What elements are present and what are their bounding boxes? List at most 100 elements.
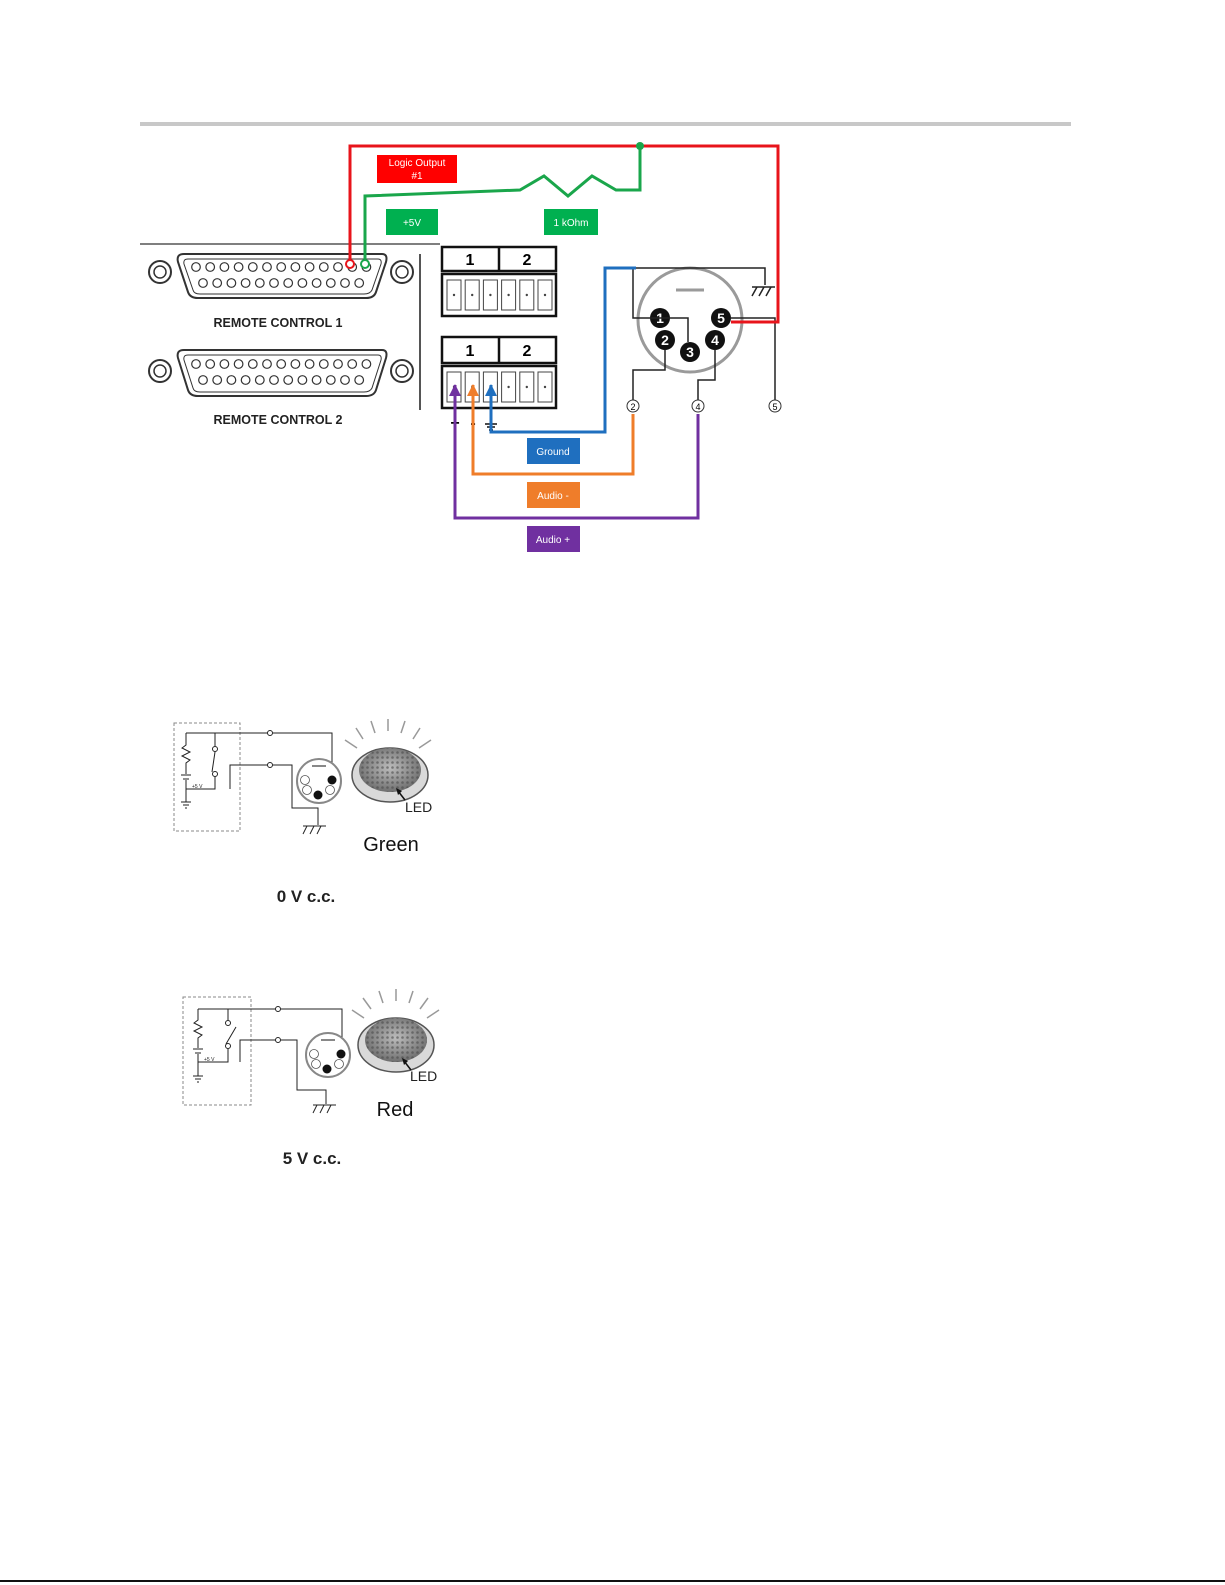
- db25-pin: [298, 376, 307, 385]
- terminal-screw: [507, 294, 509, 296]
- footer-rule: [0, 1580, 1225, 1582]
- terminal-top-2: 2: [523, 252, 532, 269]
- pin-callouts: 2 4 5: [627, 400, 781, 412]
- voltage-0v: 0 V c.c.: [277, 887, 336, 906]
- db25-pin: [255, 279, 264, 288]
- tag-logic-output: Logic Output #1: [377, 155, 457, 183]
- db25-pin: [192, 360, 201, 369]
- db25-pin: [255, 376, 264, 385]
- tag-plus5v: +5V: [386, 209, 438, 235]
- junction-dot: [636, 142, 644, 150]
- db25-pin: [291, 360, 300, 369]
- db25-pin: [263, 360, 272, 369]
- tag-plus5v-text: +5V: [403, 218, 421, 229]
- remote-control-1-label: REMOTE CONTROL 1: [214, 316, 343, 330]
- db25-pin: [241, 376, 250, 385]
- db25-pin: [241, 279, 250, 288]
- db25-pin: [206, 263, 215, 272]
- switch-box-2: [183, 997, 251, 1105]
- tag-resistor: 1 kOhm: [544, 209, 598, 235]
- tag-audio-plus-text: Audio +: [536, 535, 570, 546]
- db25-pin: [277, 263, 286, 272]
- db25-pin: [327, 376, 336, 385]
- db25-pin: [199, 279, 208, 288]
- db25-pin: [320, 263, 329, 272]
- terminal-block-bottom: 1 2: [442, 337, 556, 408]
- db25-pin: [341, 376, 350, 385]
- db25-pin: [355, 376, 364, 385]
- db25-pin: [327, 279, 336, 288]
- db25-pin: [270, 279, 279, 288]
- db25-pin: [220, 360, 229, 369]
- db25-pin: [206, 360, 215, 369]
- callout-4: 4: [695, 402, 700, 412]
- supply-label-1: +5 V: [192, 784, 203, 790]
- din-pin-2: 2: [661, 332, 669, 348]
- db25-pin: [277, 360, 286, 369]
- db25-pin: [298, 279, 307, 288]
- db25-connector-1: [149, 254, 413, 298]
- terminal-screw: [526, 294, 528, 296]
- supply-label-2: +5 V: [204, 1057, 215, 1063]
- db25-pin: [227, 279, 236, 288]
- terminal-screw: [544, 386, 546, 388]
- db25-pin: [213, 376, 222, 385]
- db25-pin: [249, 360, 258, 369]
- db25-pin: [312, 376, 321, 385]
- led-label-2: LED: [410, 1068, 437, 1084]
- db25-pin: [220, 263, 229, 272]
- led-label-1: LED: [405, 799, 432, 815]
- tag-logic-output-line1: Logic Output: [389, 158, 446, 169]
- din-pin-5: 5: [717, 310, 725, 326]
- state-red: +5 V LED Red 5 V c.c.: [183, 989, 439, 1168]
- green-pin-marker: [361, 260, 369, 268]
- terminal-block-top: 1 2: [442, 247, 556, 316]
- db25-pin: [213, 279, 222, 288]
- db25-pin: [312, 279, 321, 288]
- terminal-bottom-1: 1: [466, 343, 475, 360]
- db25-pin: [263, 263, 272, 272]
- db25-pin: [227, 376, 236, 385]
- din-pin-3: 3: [686, 344, 694, 360]
- db25-pin: [249, 263, 258, 272]
- terminal-screw: [507, 386, 509, 388]
- led-green-state: [345, 719, 431, 802]
- terminal-screw: [471, 294, 473, 296]
- tag-resistor-text: 1 kOhm: [553, 218, 588, 229]
- led-color-red: Red: [377, 1099, 414, 1121]
- ground-symbol-din: [752, 287, 775, 296]
- db25-connector-2: [149, 350, 413, 396]
- remote-control-2-label: REMOTE CONTROL 2: [214, 413, 343, 427]
- terminal-screw: [526, 386, 528, 388]
- tag-ground: Ground: [527, 438, 580, 464]
- tag-logic-output-line2: #1: [411, 171, 423, 182]
- led-color-green: Green: [363, 834, 419, 856]
- led-red-state: [352, 989, 439, 1072]
- db25-pin: [284, 376, 293, 385]
- terminal-screw: [544, 294, 546, 296]
- db25-pin: [192, 263, 201, 272]
- db25-pin: [234, 360, 243, 369]
- db25-pin: [320, 360, 329, 369]
- terminal-bottom-2: 2: [523, 343, 532, 360]
- tag-audio-minus: Audio -: [527, 482, 580, 508]
- db25-pin: [305, 360, 314, 369]
- red-pin-marker: [346, 260, 354, 268]
- callout-5: 5: [772, 402, 777, 412]
- db25-pin: [348, 360, 357, 369]
- db25-pin: [305, 263, 314, 272]
- state-green: +5 V LED Green 0 V c.c.: [174, 719, 432, 906]
- db25-pin: [291, 263, 300, 272]
- db25-pin: [355, 279, 364, 288]
- tag-audio-plus: Audio +: [527, 526, 580, 552]
- voltage-5v: 5 V c.c.: [283, 1149, 342, 1168]
- din-pin-4: 4: [711, 332, 719, 348]
- db25-pin: [334, 360, 343, 369]
- db25-pin: [234, 263, 243, 272]
- terminal-top-1: 1: [466, 252, 475, 269]
- db25-pin: [334, 263, 343, 272]
- tag-ground-text: Ground: [536, 447, 569, 458]
- tag-audio-minus-text: Audio -: [537, 491, 569, 502]
- terminal-screw: [453, 294, 455, 296]
- din-connector: 1 2 3 4 5: [638, 268, 742, 372]
